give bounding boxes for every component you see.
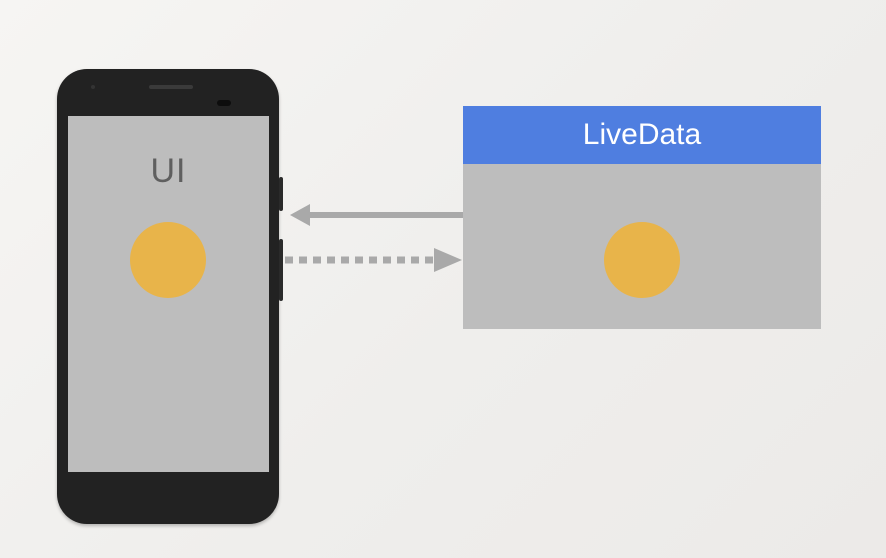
update-arrow-dotted [285, 248, 462, 272]
observe-arrow-solid [290, 204, 463, 226]
